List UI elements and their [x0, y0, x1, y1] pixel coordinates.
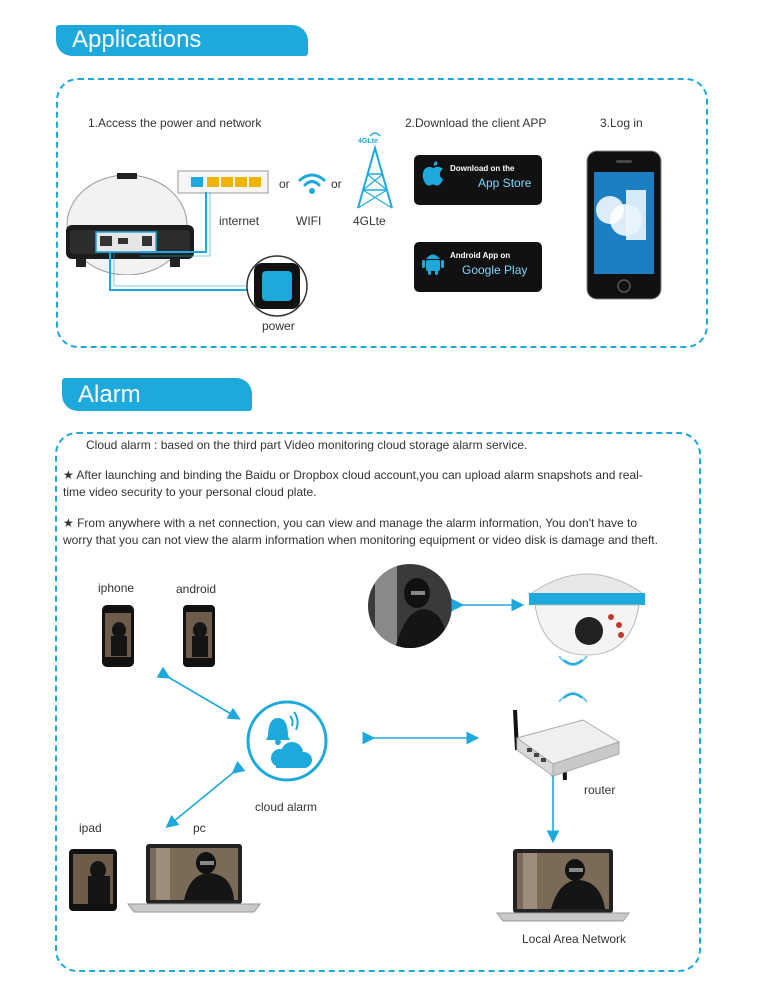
- cell-tower-icon: [357, 132, 393, 209]
- router-ports-icon: [177, 170, 269, 194]
- wifi-label: WIFI: [296, 214, 322, 228]
- smartphone-login-icon: [586, 150, 662, 300]
- cable-lines: [109, 192, 250, 291]
- app-store-big-text: App Store: [478, 176, 532, 190]
- app-store-button[interactable]: Download on the App Store: [414, 155, 542, 205]
- alarm-bullet-1: ★ After launching and binding the Baidu …: [63, 468, 643, 499]
- android-label: android: [176, 582, 217, 596]
- ipad-device-icon: [69, 849, 117, 911]
- router-label: router: [584, 783, 616, 797]
- alarm-panel: [55, 432, 701, 972]
- apple-icon: [422, 161, 443, 186]
- laptop-pc-icon: [127, 844, 261, 913]
- cloud-alarm-label: cloud alarm: [255, 800, 318, 814]
- lte-label: 4GLte: [353, 214, 386, 228]
- iphone-device-icon: [102, 605, 134, 667]
- applications-banner: Applications: [56, 25, 308, 56]
- camera-device-icon: [66, 173, 194, 275]
- android-icon: [422, 254, 444, 275]
- laptop-lan-icon: [496, 849, 630, 922]
- wireless-router-icon: [513, 709, 621, 781]
- or-label-2: or: [331, 177, 342, 191]
- alarm-title: Alarm Principle: [78, 381, 171, 441]
- android-device-icon: [183, 605, 215, 667]
- alarm-banner: Alarm Principle: [62, 378, 252, 441]
- lan-label: Local Area Network: [522, 932, 627, 946]
- google-play-small-text: Android App on: [450, 251, 511, 260]
- step3-label: 3.Log in: [600, 116, 643, 130]
- power-adapter-icon: [246, 255, 308, 317]
- lte-badge: 4GLte: [358, 138, 378, 145]
- alarm-intro: Cloud alarm : based on the third part Vi…: [86, 438, 528, 452]
- applications-title: Applications: [72, 26, 202, 53]
- power-label: power: [262, 319, 295, 333]
- internet-label: internet: [219, 214, 260, 228]
- intruder-photo: [368, 564, 452, 648]
- iphone-label: iphone: [98, 581, 135, 595]
- step1-label: 1.Access the power and network: [88, 116, 262, 130]
- google-play-button[interactable]: Android App on Google Play: [414, 242, 542, 292]
- security-camera-icon: [527, 573, 647, 656]
- wireless-signal-icon: [558, 656, 588, 702]
- cloud-alarm-icon: [246, 700, 328, 782]
- applications-panel: [56, 78, 708, 348]
- alarm-bullet-2: ★ From anywhere with a net connection, y…: [63, 516, 658, 547]
- pc-label: pc: [193, 821, 206, 835]
- ipad-label: ipad: [79, 821, 102, 835]
- step2-label: 2.Download the client APP: [405, 116, 547, 130]
- app-store-small-text: Download on the: [450, 164, 515, 173]
- or-label-1: or: [279, 177, 290, 191]
- wifi-icon: [298, 173, 326, 194]
- google-play-big-text: Google Play: [462, 263, 528, 277]
